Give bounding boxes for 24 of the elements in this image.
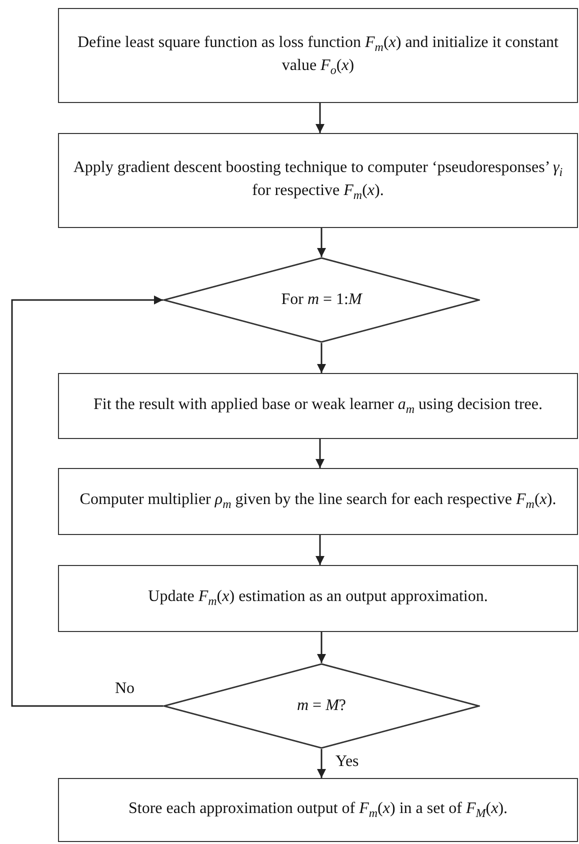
step-text: Apply gradient descent boosting technique to computer ‘pseudoresponses’ γ$_{i}$ for respective F$_{m}$(x). [72, 158, 564, 204]
step-text: Define least square function as loss function F$_{m}$(x) and initialize it constant value F$_{o}$(x) [76, 32, 560, 78]
decision-text: m = M? [296, 696, 348, 716]
arrow [317, 343, 326, 373]
decision-diamond [163, 663, 480, 749]
step-text: Update F$_{m}$(x) estimation as an output approximation. [147, 587, 489, 610]
arrow [11, 296, 163, 707]
step-text: Fit the result with applied base or weak learner a$_{m}$ using decision tree. [92, 394, 544, 418]
process-box [58, 8, 578, 103]
step-text: Store each approximation output of F$_{m}$(x) in a set of F$_{M}$(x). [127, 798, 509, 822]
process-box [58, 373, 578, 439]
process-box [58, 565, 578, 632]
arrow [317, 632, 326, 663]
decision-text: For m = 1:M [280, 290, 364, 310]
arrow [316, 103, 324, 133]
arrow [317, 749, 326, 778]
arrow [317, 228, 326, 257]
process-box [58, 133, 578, 228]
arrow [316, 439, 324, 468]
process-box [58, 468, 578, 535]
step-text: Computer multiplier ρ$_{m}$ given by the line search for each respective F$_{m}$(x). [78, 490, 558, 513]
decision-diamond [163, 257, 480, 343]
process-box [58, 778, 578, 842]
arrow [316, 535, 324, 565]
